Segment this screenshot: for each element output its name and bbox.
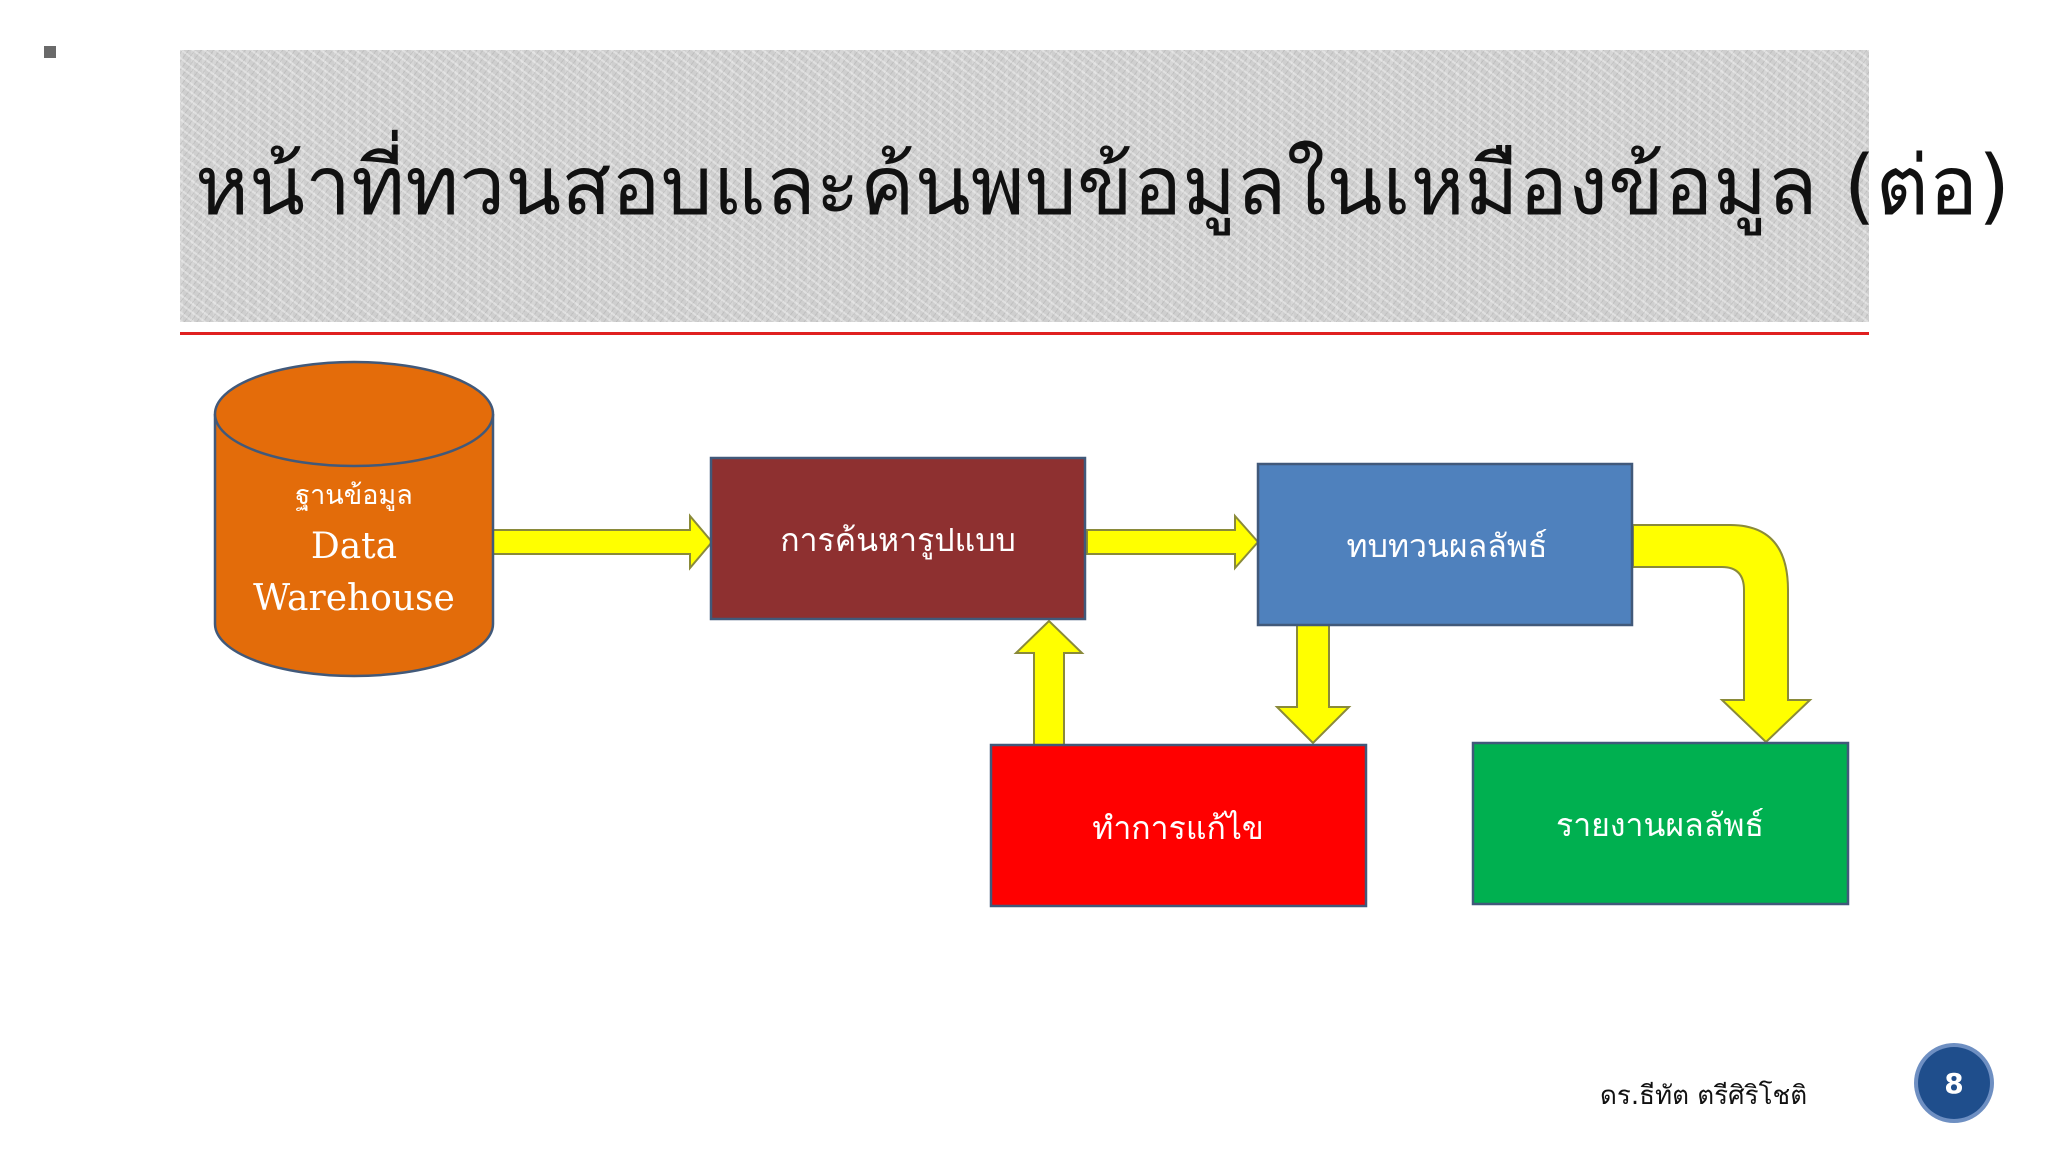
arrow-review-to-correction	[1274, 624, 1352, 745]
arrow-correction-to-pattern	[1013, 619, 1085, 746]
slide-title: หน้าที่ทวนสอบและค้นพบข้อมูลในเหมืองข้อมู…	[195, 139, 2011, 234]
arrow-review-to-report	[1632, 524, 1813, 744]
database-cylinder: ฐานข้อมูล Data Warehouse	[213, 360, 495, 678]
pattern-search-label: การค้นหารูปแบบ	[780, 521, 1016, 560]
report-results-box: รายงานผลลัพธ์	[1471, 741, 1850, 906]
slide-marker	[44, 46, 56, 58]
correction-label: ทำการแก้ไข	[1092, 809, 1264, 847]
database-label-en-1: Data	[311, 526, 397, 567]
arrow-database-to-pattern	[491, 513, 714, 571]
review-results-box: ทบทวนผลลัพธ์	[1256, 462, 1634, 627]
page-number-badge: 8	[1918, 1047, 1990, 1119]
title-divider	[180, 332, 1869, 335]
arrow-pattern-to-review	[1086, 513, 1260, 571]
correction-box: ทำการแก้ไข	[989, 743, 1368, 908]
database-label-en-2: Warehouse	[253, 578, 455, 619]
title-background	[180, 50, 1869, 322]
footer-author: ดร.ธีทัต ตรีศิริโชติ	[1600, 1081, 1808, 1111]
pattern-search-box: การค้นหารูปแบบ	[709, 456, 1087, 621]
review-results-label: ทบทวนผลลัพธ์	[1347, 527, 1548, 565]
database-label-thai: ฐานข้อมูล	[295, 480, 413, 511]
report-results-label: รายงานผลลัพธ์	[1556, 806, 1764, 844]
